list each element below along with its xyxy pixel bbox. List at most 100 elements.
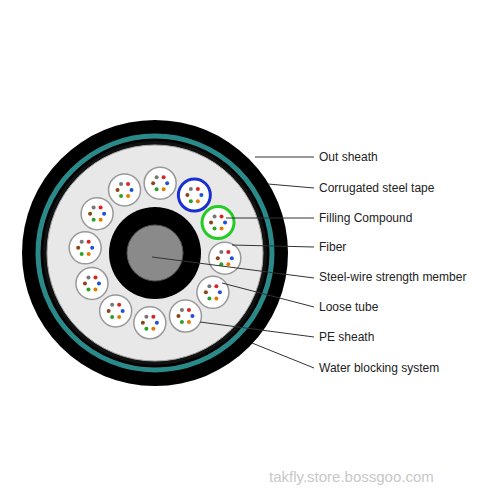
fiber (151, 315, 155, 319)
loose-tube (81, 198, 113, 230)
fiber (80, 252, 84, 256)
fiber (207, 284, 211, 288)
fiber (119, 194, 123, 198)
fiber (107, 309, 111, 313)
loose-tube (209, 242, 241, 274)
fiber (80, 240, 84, 244)
fiber (141, 321, 145, 325)
loose-tube (202, 207, 234, 239)
label-text: Filling Compound (318, 211, 413, 225)
fiber (180, 320, 184, 324)
label-text: Loose tube (318, 300, 379, 314)
loose-tube (178, 179, 210, 211)
fiber (121, 309, 125, 313)
fiber (155, 321, 159, 325)
fiber (165, 181, 169, 185)
leader-line (268, 184, 314, 188)
fiber (176, 314, 180, 318)
fiber (220, 214, 224, 218)
fiber (226, 262, 230, 266)
leader-lines (152, 157, 314, 368)
fiber (213, 227, 217, 231)
fiber (162, 175, 166, 179)
steel-wire-member (127, 225, 183, 281)
leader-line (232, 245, 314, 247)
fiber (116, 188, 120, 192)
fiber (87, 240, 91, 244)
fiber (126, 182, 130, 186)
label-text: Out sheath (318, 150, 379, 164)
fiber (223, 221, 227, 225)
leader-line (152, 257, 314, 278)
fiber (86, 288, 90, 292)
fiber (93, 275, 97, 279)
loose-tube (69, 232, 101, 264)
fiber (187, 320, 191, 324)
fiber (226, 250, 230, 254)
fiber (102, 212, 106, 216)
fiber (209, 221, 213, 225)
fiber (189, 199, 193, 203)
fiber (214, 296, 218, 300)
fiber (151, 327, 155, 331)
fiber (196, 187, 200, 191)
fiber (117, 303, 121, 307)
fiber (189, 187, 193, 191)
label-text: PE sheath (318, 330, 375, 344)
fiber (155, 187, 159, 191)
fiber (90, 246, 94, 250)
fiber (180, 308, 184, 312)
fiber (190, 314, 194, 318)
fiber (126, 194, 130, 198)
loose-tube (169, 300, 201, 332)
steel-tape-ring (38, 136, 272, 370)
fiber (76, 246, 80, 250)
watermark: takfly.store.bossgoo.com (268, 470, 435, 484)
fiber (110, 303, 114, 307)
pe-sheath (109, 207, 201, 299)
fiber (196, 199, 200, 203)
water-blocking-layer (43, 141, 267, 365)
fiber (110, 315, 114, 319)
outer-sheath (22, 120, 288, 386)
fiber (151, 181, 155, 185)
loose-tube (100, 295, 132, 327)
loose-tubes (69, 167, 241, 339)
fiber (99, 218, 103, 222)
leader-line (226, 218, 314, 219)
label-text: Corrugated steel tape (318, 181, 435, 195)
fiber (199, 193, 203, 197)
loose-tube (134, 307, 166, 339)
fiber (155, 175, 159, 179)
fiber (88, 212, 92, 216)
loose-tube (144, 167, 176, 199)
label-text: Water blocking system (318, 361, 440, 375)
label-text: Fiber (318, 240, 347, 254)
fiber (144, 327, 148, 331)
fiber (117, 315, 121, 319)
fiber (230, 256, 234, 260)
fiber (214, 284, 218, 288)
fiber (187, 308, 191, 312)
loose-tube (76, 267, 108, 299)
fiber (92, 206, 96, 210)
leader-line (255, 157, 314, 158)
leader-line (200, 322, 314, 337)
leader-line (252, 343, 314, 368)
leader-line (222, 283, 314, 307)
fiber (219, 250, 223, 254)
fiber (144, 315, 148, 319)
fiber (204, 290, 208, 294)
filling-compound (47, 145, 263, 361)
fiber (162, 187, 166, 191)
fiber (87, 252, 91, 256)
fiber (216, 256, 220, 260)
loose-tube (197, 276, 229, 308)
fiber (83, 281, 87, 285)
fiber (86, 275, 90, 279)
loose-tube (109, 174, 141, 206)
label-text: Steel-wire strength member (318, 270, 467, 284)
fiber (130, 188, 134, 192)
